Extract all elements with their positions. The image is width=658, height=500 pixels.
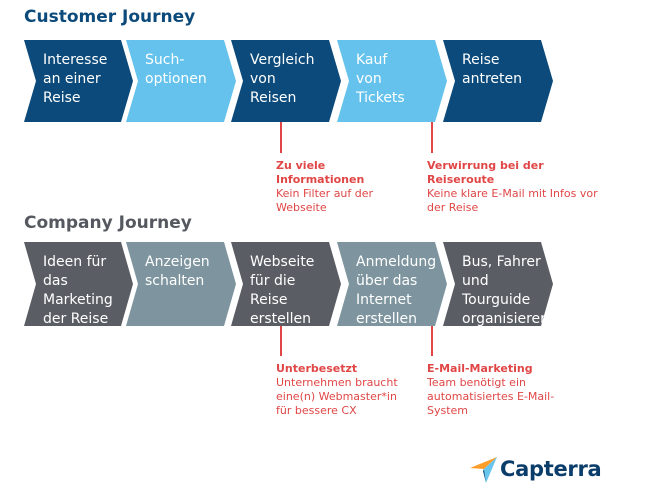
capterra-logo: Capterra	[470, 455, 602, 483]
customer-step-chevron-5	[443, 40, 553, 122]
customer-step-chevron-3	[231, 40, 341, 122]
company-step-chevron-1	[24, 242, 133, 326]
pain-point-description: Kein Filter auf der Webseite	[276, 187, 374, 214]
customer-pain-connector-2	[431, 122, 433, 153]
pain-point-title: Unterbesetzt	[276, 362, 358, 375]
company-step-label-3: Webseite für die Reise erstellen	[250, 254, 315, 327]
customer-step-chevron-1	[24, 40, 133, 122]
customer-step-label-5: Reise antreten	[462, 52, 522, 87]
customer-pain-connector-1	[280, 122, 282, 153]
company-pain-connector-1	[280, 326, 282, 356]
company-step-chevron-3	[231, 242, 341, 326]
pain-point-title: Verwirrung bei der Reiseroute	[427, 159, 544, 186]
customer-step-chevron-4	[337, 40, 447, 122]
customer-step-label-2: Such- optionen	[145, 52, 207, 87]
company-step-chevron-4	[337, 242, 447, 326]
pain-point-title: Zu viele Informationen	[276, 159, 365, 186]
capterra-paper-plane-icon	[470, 457, 497, 483]
company-step-chevron-2	[126, 242, 236, 326]
company-step-label-1: Ideen für das Marketing der Reise	[43, 254, 113, 327]
company-step-label-5: Bus, Fahrer und Tourguide organisieren	[462, 254, 550, 327]
company-step-label-2: Anzeigen schalten	[145, 254, 210, 289]
pain-point-description: Unternehmen braucht eine(n) Webmaster*in…	[276, 376, 398, 417]
company-step-chevron-5	[443, 242, 553, 326]
capterra-wordmark: Capterra	[500, 457, 602, 481]
customer-step-label-3: Vergleich von Reisen	[250, 52, 315, 106]
customer-step-chevron-2	[126, 40, 236, 122]
pain-point-description: Keine klare E-Mail mit Infos vor der Rei…	[427, 187, 598, 214]
customer-step-label-1: Interesse an einer Reise	[43, 52, 108, 106]
customer-journey-title: Customer Journey	[24, 7, 196, 27]
customer-step-label-4: Kauf von Tickets	[356, 52, 405, 106]
pain-point-title: E-Mail-Marketing	[427, 362, 533, 375]
company-step-label-4: Anmeldung über das Internet erstellen	[356, 254, 437, 327]
pain-point-description: Team benötigt ein automatisiertes E-Mail…	[427, 376, 555, 417]
company-journey-title: Company Journey	[24, 213, 192, 233]
company-pain-connector-2	[431, 326, 433, 356]
